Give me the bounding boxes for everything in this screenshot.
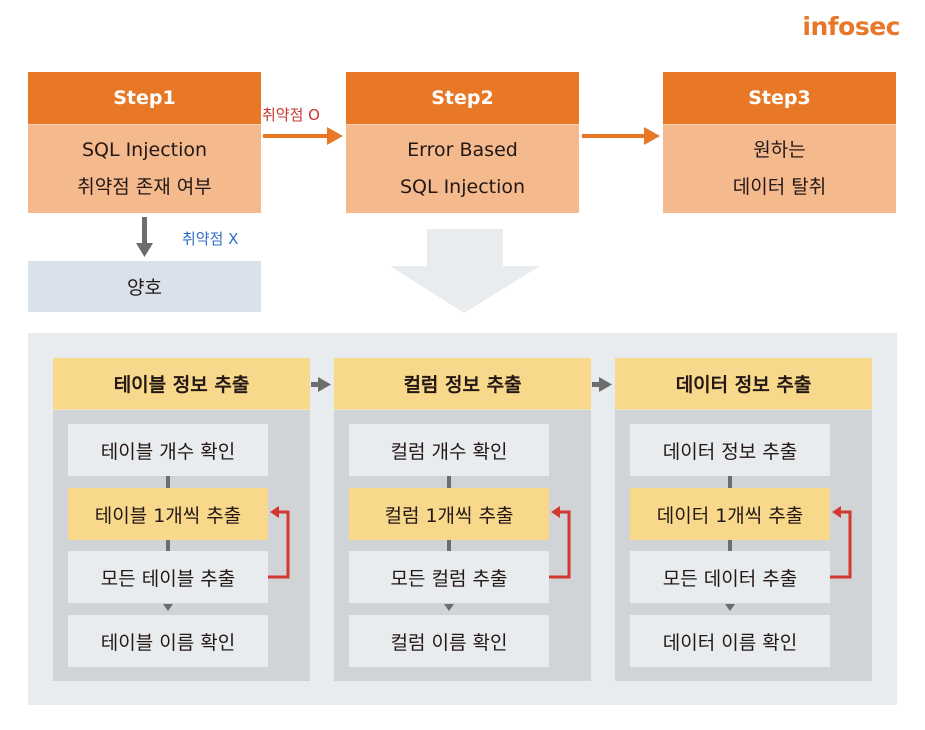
step2-line2: SQL Injection [399, 176, 526, 198]
arrow-down-to-good-icon [136, 217, 153, 257]
step1-line1: SQL Injection [81, 139, 208, 161]
step-item: 컬럼 개수 확인 [349, 424, 549, 476]
step1-body: SQL Injection 취약점 존재 여부 [28, 125, 261, 213]
column-column-info: 컬럼 정보 추출 컬럼 개수 확인 컬럼 1개씩 추출 모든 컬럼 추출 컬럼 … [334, 358, 591, 681]
col1-connectors [163, 476, 290, 611]
step2-box: Step2 Error Based SQL Injection [346, 72, 579, 213]
step2-title: Step2 [346, 72, 579, 125]
result-good-label: 양호 [127, 277, 162, 299]
brand-logo: infosec [802, 12, 900, 41]
step1-line2: 취약점 존재 여부 [77, 176, 212, 198]
step3-line2: 데이터 탈취 [732, 176, 827, 198]
result-good-box: 양호 [28, 261, 261, 312]
step3-line1: 원하는 [753, 139, 806, 161]
step3-title: Step3 [663, 72, 896, 125]
step2-line1: Error Based [407, 139, 518, 161]
column-table-info: 테이블 정보 추출 테이블 개수 확인 테이블 1개씩 추출 모든 테이블 추출… [53, 358, 310, 681]
col2-connectors [444, 476, 571, 611]
step-item-highlighted: 컬럼 1개씩 추출 [349, 488, 549, 540]
step-item-highlighted: 데이터 1개씩 추출 [630, 488, 830, 540]
big-down-arrow-icon [390, 229, 540, 313]
arrow-col1-to-col2-icon [311, 377, 331, 392]
not-vulnerable-label: 취약점 X [182, 230, 239, 248]
col3-connectors [725, 476, 852, 611]
vulnerable-label: 취약점 O [262, 106, 320, 124]
step-item-highlighted: 테이블 1개씩 추출 [68, 488, 268, 540]
column-title: 데이터 정보 추출 [615, 358, 872, 410]
column-title: 컬럼 정보 추출 [334, 358, 591, 410]
step-item: 테이블 이름 확인 [68, 615, 268, 667]
step-item: 데이터 이름 확인 [630, 615, 830, 667]
step3-body: 원하는 데이터 탈취 [663, 125, 896, 213]
step1-title: Step1 [28, 72, 261, 125]
column-title: 테이블 정보 추출 [53, 358, 310, 410]
arrow-step2-to-step3-icon [582, 127, 660, 145]
step2-body: Error Based SQL Injection [346, 125, 579, 213]
column-data-info: 데이터 정보 추출 데이터 정보 추출 데이터 1개씩 추출 모든 데이터 추출… [615, 358, 872, 681]
step-item: 모든 데이터 추출 [630, 551, 830, 603]
step-item: 컬럼 이름 확인 [349, 615, 549, 667]
step1-box: Step1 SQL Injection 취약점 존재 여부 [28, 72, 261, 213]
arrow-col2-to-col3-icon [592, 377, 612, 392]
step-item: 모든 테이블 추출 [68, 551, 268, 603]
step-item: 테이블 개수 확인 [68, 424, 268, 476]
arrow-step1-to-step2-icon [263, 127, 343, 145]
step3-box: Step3 원하는 데이터 탈취 [663, 72, 896, 213]
step-item: 모든 컬럼 추출 [349, 551, 549, 603]
step-item: 데이터 정보 추출 [630, 424, 830, 476]
